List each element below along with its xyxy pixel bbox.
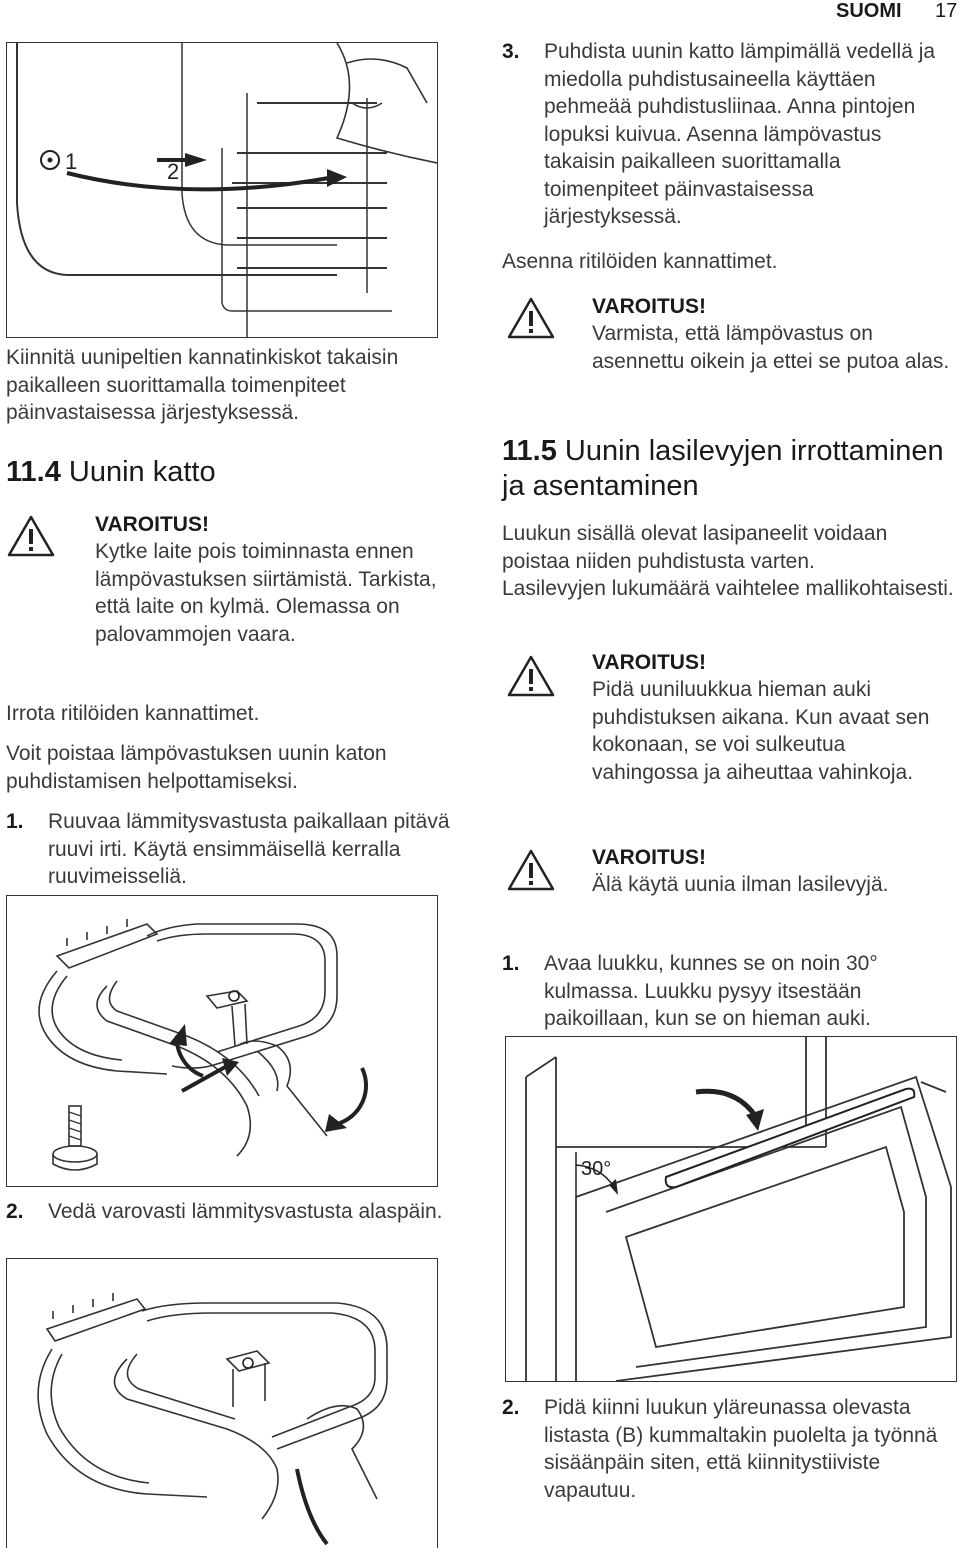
shelf-rail-figure: 1 2 [6,42,438,343]
glass-count-text: Lasilevyjen lukumäärä vaihtelee mallikoh… [502,577,954,600]
glass-panels-text: Luukun sisällä olevat lasipaneelit voida… [502,522,888,573]
warning-text: Kytke laite pois toiminnasta ennen lämpö… [95,540,437,646]
angle-label: 30° [581,1158,611,1180]
section-11-5-heading: 11.5 Uunin lasilevyjen irrottaminen ja a… [502,434,957,504]
door-handle [664,1087,916,1189]
warning-icon [507,655,555,697]
section-number: 11.4 [6,456,61,488]
warning-block-install: VAROITUS! Varmista, että lämpövastus on … [592,293,952,375]
heating-element-illustration [38,919,369,1171]
section-number: 11.5 [502,435,557,467]
warning-icon [507,297,555,339]
warning-title: VAROITUS! [95,513,209,536]
warning-title: VAROITUS! [592,846,706,869]
warning-block: VAROITUS! Kytke laite pois toiminnasta e… [95,511,455,648]
oven-door-illustration: 30° [525,1037,952,1382]
step-number: 2. [6,1200,24,1223]
warning-title: VAROITUS! [592,295,706,318]
install-supports-text: Asenna ritilöiden kannattimet. [502,250,778,273]
step-2-pull-down: 2. Vedä varovasti lämmitysvastusta alasp… [6,1198,461,1226]
step-1-open-door: 1. Avaa luukku, kunnes se on noin 30° ku… [502,950,957,1033]
step-2-press-strip: 2. Pidä kiinni luukun yläreunassa olevas… [502,1394,957,1504]
page-number: 17 [935,0,958,22]
remove-supports-text: Irrota ritilöiden kannattimet. [6,702,260,725]
section-title: Uunin lasilevyjen irrottaminen ja asenta… [502,435,944,502]
warning-title: VAROITUS! [592,651,706,674]
step-3-clean: 3. Puhdista uunin katto lämpimällä vedel… [502,38,957,231]
step-text: Pidä kiinni luukun yläreunassa olevasta … [544,1396,938,1502]
step-number: 1. [6,810,24,833]
warning-block-door-open: VAROITUS! Pidä uuniluukkua hieman auki p… [592,649,932,786]
section-title: Uunin katto [68,456,216,488]
warning-icon [507,849,555,891]
shelf-rail-illustration: 1 2 [16,42,438,343]
screw-hole [40,150,60,170]
warning-icon [7,515,55,557]
reinstall-paragraph: Kiinnitä uunipeltien kannatinkiskot taka… [6,346,399,424]
step-1-unscrew: 1. Ruuvaa lämmitysvastusta paikallaan pi… [6,808,461,891]
step-number: 2. [502,1396,520,1419]
warning-text: Varmista, että lämpövastus on asennettu … [592,322,950,373]
page-header: SUOMI 17 [0,0,960,34]
callout-1: 1 [65,149,77,174]
warning-text: Älä käytä uunia ilman lasilevyjä. [592,873,889,896]
step-number: 1. [502,952,520,975]
warning-block-glass: VAROITUS! Älä käytä uunia ilman lasilevy… [592,844,932,899]
heating-element-pull-illustration [37,1293,388,1546]
step-text: Ruuvaa lämmitysvastusta paikallaan pitäv… [48,810,450,888]
step-text: Vedä varovasti lämmitysvastusta alaspäin… [48,1200,443,1223]
callout-2: 2 [167,159,179,184]
step-text: Avaa luukku, kunnes se on noin 30° kulma… [544,952,878,1030]
screw-icon [52,1105,98,1171]
section-label: SUOMI [836,0,902,22]
door-angle-figure: 30° [505,1036,957,1382]
step-number: 3. [502,40,520,63]
warning-text: Pidä uuniluukkua hieman auki puhdistukse… [592,678,930,784]
remove-element-text: Voit poistaa lämpövastuksen uunin katon … [6,742,387,793]
heating-element-pull-figure [6,1258,438,1548]
section-11-4-heading: 11.4 Uunin katto [6,455,216,490]
step-text: Puhdista uunin katto lämpimällä vedellä … [544,40,936,228]
heating-element-screw-figure [6,895,438,1187]
